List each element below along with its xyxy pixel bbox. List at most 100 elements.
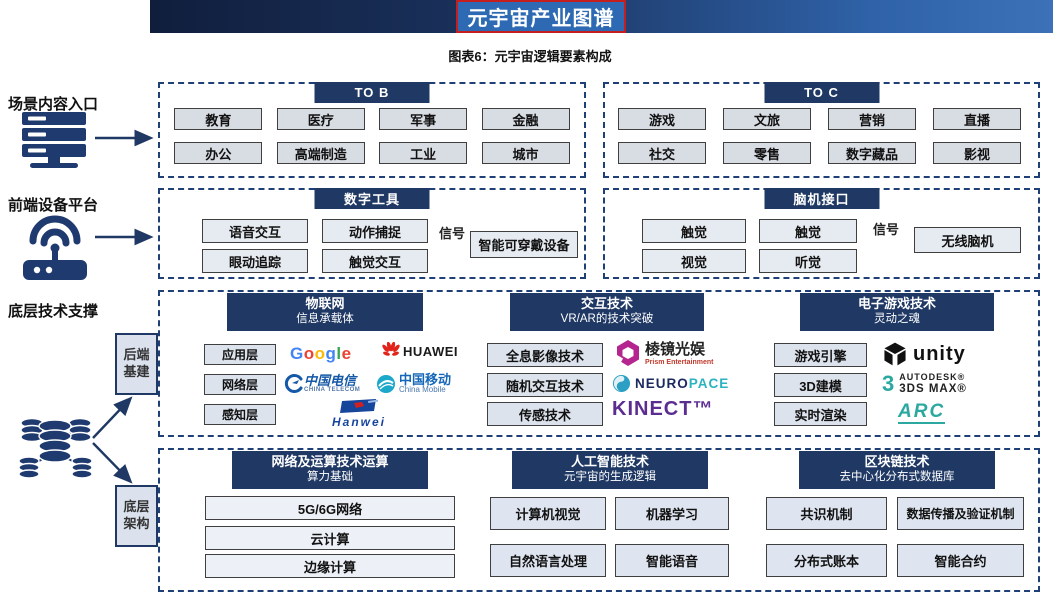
toc-item: 影视: [933, 142, 1021, 164]
hanwei-flag-icon: [340, 399, 379, 413]
unity-wordmark: unity: [913, 342, 966, 365]
bottom-arch-box: 底层 架构: [115, 485, 158, 547]
label-scene-entry: 场景内容入口: [8, 96, 99, 113]
kinect-logo: KINECT™: [612, 398, 714, 420]
iot-header-title: 物联网: [305, 296, 345, 311]
unity-cube-icon: [884, 342, 906, 366]
toc-item: 数字藏品: [828, 142, 916, 164]
interaction-item: 传感技术: [487, 402, 603, 426]
ai-header: 人工智能技术 元宇宙的生成逻辑: [512, 451, 708, 489]
ai-item: 自然语言处理: [490, 544, 606, 577]
network-item: 云计算: [205, 526, 455, 550]
toc-item: 直播: [933, 108, 1021, 130]
base-layer-row: 网络及运算技术运算 算力基础 5G/6G网络 云计算 边缘计算 人工智能技术 元…: [158, 448, 1040, 592]
bci-item: 视觉: [642, 249, 746, 273]
arc-logo: ARC: [898, 402, 946, 424]
bottom-arch-line1: 底层: [123, 499, 150, 515]
bci-item: 触觉: [759, 219, 857, 243]
ai-item: 机器学习: [615, 497, 729, 530]
game-tech-header-sub: 灵动之魂: [874, 313, 920, 326]
blockchain-header-title: 区块链技术: [864, 454, 930, 469]
toc-item: 零售: [723, 142, 811, 164]
huawei-logo: HUAWEI: [382, 342, 458, 360]
prism-hexagon-icon: [615, 340, 639, 366]
digital-tools-item: 眼动追踪: [202, 249, 308, 273]
interaction-header-title: 交互技术: [580, 296, 633, 311]
blockchain-header-sub: 去中心化分布式数据库: [839, 471, 955, 484]
tob-item: 办公: [174, 142, 263, 164]
interaction-item: 全息影像技术: [487, 343, 603, 367]
label-frontend-platform: 前端设备平台: [8, 197, 99, 214]
tob-item: 教育: [174, 108, 263, 130]
toc-header: TO C: [764, 82, 879, 103]
bottom-arch-line2: 架构: [123, 516, 150, 531]
digital-tools-item: 语音交互: [202, 219, 308, 243]
neuropace-wordmark-dark: NEURO: [635, 376, 689, 391]
hanwei-logo: Hanwei: [332, 399, 386, 428]
game-tech-item: 游戏引擎: [774, 343, 867, 367]
blockchain-item: 数据传播及验证机制: [897, 497, 1024, 530]
server-icon: [22, 112, 86, 168]
database-cluster-icon: [18, 417, 93, 479]
huawei-wordmark: HUAWEI: [403, 343, 458, 359]
prism-cn-wordmark: 棱镜光娱: [645, 340, 706, 358]
signal-label: 信号: [873, 222, 900, 237]
china-mobile-icon: [377, 374, 395, 393]
toc-item: 文旅: [723, 108, 811, 130]
china-telecom-logo: 中国电信 CHINA TELECOM: [284, 373, 360, 393]
bci-header: 脑机接口: [764, 188, 879, 209]
neuropace-wordmark-teal: PACE: [688, 376, 730, 391]
digital-tools-section: 数字工具 语音交互 动作捕捉 眼动追踪 触觉交互 信号 智能可穿戴设备: [158, 188, 586, 279]
label-base-tech: 底层技术支撑: [8, 303, 99, 320]
hanwei-wordmark: Hanwei: [332, 415, 387, 429]
digital-tools-item: 触觉交互: [322, 249, 428, 273]
digital-tools-header: 数字工具: [314, 188, 430, 209]
prism-entertainment-logo: 棱镜光娱 Prism Entertainment: [615, 339, 713, 367]
autodesk-brand: AUTODESK®: [899, 372, 966, 383]
network-header-title: 网络及运算技术运算: [271, 454, 389, 469]
backend-infra-line2: 基建: [123, 364, 150, 379]
interaction-header: 交互技术 VR/AR的技术突破: [510, 293, 704, 331]
unity-logo: unity: [882, 341, 966, 367]
network-header-sub: 算力基础: [307, 471, 353, 484]
tob-item: 医疗: [276, 108, 365, 130]
iot-header-sub: 信息承载体: [296, 313, 354, 326]
network-header: 网络及运算技术运算 算力基础: [232, 451, 428, 489]
page-title: 元宇宙产业图谱: [456, 0, 626, 33]
tob-item: 金融: [481, 108, 570, 130]
china-telecom-icon: [284, 374, 303, 393]
network-item: 5G/6G网络: [205, 496, 455, 520]
toc-grid: 游戏 文旅 营销 直播 社交 零售 数字藏品 影视: [605, 108, 1038, 164]
game-tech-header-title: 电子游戏技术: [857, 296, 936, 311]
neuropace-swirl-icon: [612, 374, 631, 393]
ai-item: 智能语音: [615, 544, 729, 577]
signal-label: 信号: [439, 226, 466, 241]
tob-item: 工业: [379, 142, 468, 164]
iot-item: 感知层: [204, 404, 276, 425]
network-item: 边缘计算: [205, 554, 455, 578]
iot-item: 网络层: [204, 374, 276, 395]
wireless-bci-box: 无线脑机: [914, 227, 1021, 253]
china-telecom-en: CHINA TELECOM: [304, 386, 361, 393]
huawei-petal-icon: [382, 342, 400, 356]
ai-header-title: 人工智能技术: [570, 454, 649, 469]
china-telecom-cn: 中国电信: [304, 372, 357, 388]
blockchain-item: 共识机制: [766, 497, 887, 530]
autodesk-3-mark: 3: [882, 371, 895, 396]
toc-item: 社交: [618, 142, 706, 164]
game-tech-item: 实时渲染: [774, 402, 867, 426]
top-banner: 元宇宙产业图谱: [150, 0, 1053, 33]
bci-section: 脑机接口 触觉 触觉 视觉 听觉 信号 无线脑机: [603, 188, 1040, 279]
tob-grid: 教育 医疗 军事 金融 办公 高端制造 工业 城市: [160, 108, 584, 164]
tob-item: 军事: [379, 108, 468, 130]
tob-item: 城市: [481, 142, 570, 164]
blockchain-item: 分布式账本: [766, 544, 887, 577]
bci-item: 触觉: [642, 219, 746, 243]
toc-section: TO C 游戏 文旅 营销 直播 社交 零售 数字藏品 影视: [603, 82, 1040, 178]
china-mobile-cn: 中国移动: [399, 372, 452, 387]
figure-caption: 图表6：元宇宙逻辑要素构成: [448, 49, 612, 64]
blockchain-header: 区块链技术 去中心化分布式数据库: [799, 451, 995, 489]
toc-item: 游戏: [618, 108, 706, 130]
